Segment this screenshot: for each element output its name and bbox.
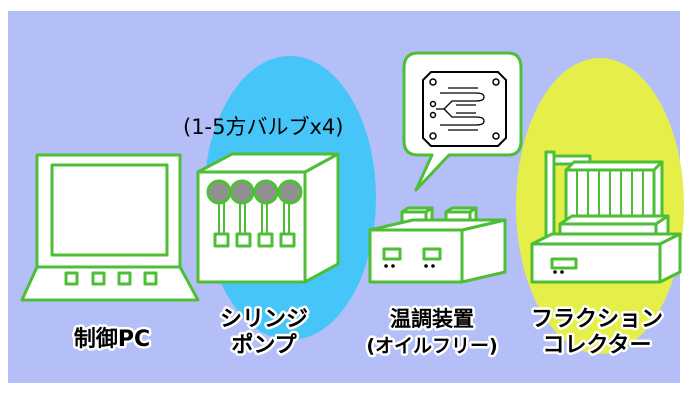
valve-knob-icon (229, 179, 255, 205)
valve-knob-icon (277, 179, 303, 205)
temperature-controller-label-line1: 温調装置 (390, 307, 474, 331)
fraction-collector-label-line2: コレクター (542, 333, 651, 358)
fraction-collector-icon (530, 150, 682, 284)
temperature-controller-label-line2: (オイルフリー) (366, 335, 497, 357)
syringe-pump-label-line2: ポンプ (231, 332, 297, 358)
pc-label: 制御PC (74, 326, 150, 352)
valve-knob-icon (206, 179, 232, 205)
fraction-collector-label-line1: フラクション (531, 307, 663, 332)
laptop-icon (20, 153, 200, 302)
syringe-pump-icon (196, 152, 340, 284)
syringe-pump-label-line1: シリンジ (220, 307, 308, 332)
temperature-controller-icon (368, 206, 507, 284)
valve-knob-icon (253, 179, 279, 205)
syringe-pump-caption: (1-5方バルブx4) (183, 115, 343, 139)
microreactor-chip-icon (402, 51, 523, 192)
